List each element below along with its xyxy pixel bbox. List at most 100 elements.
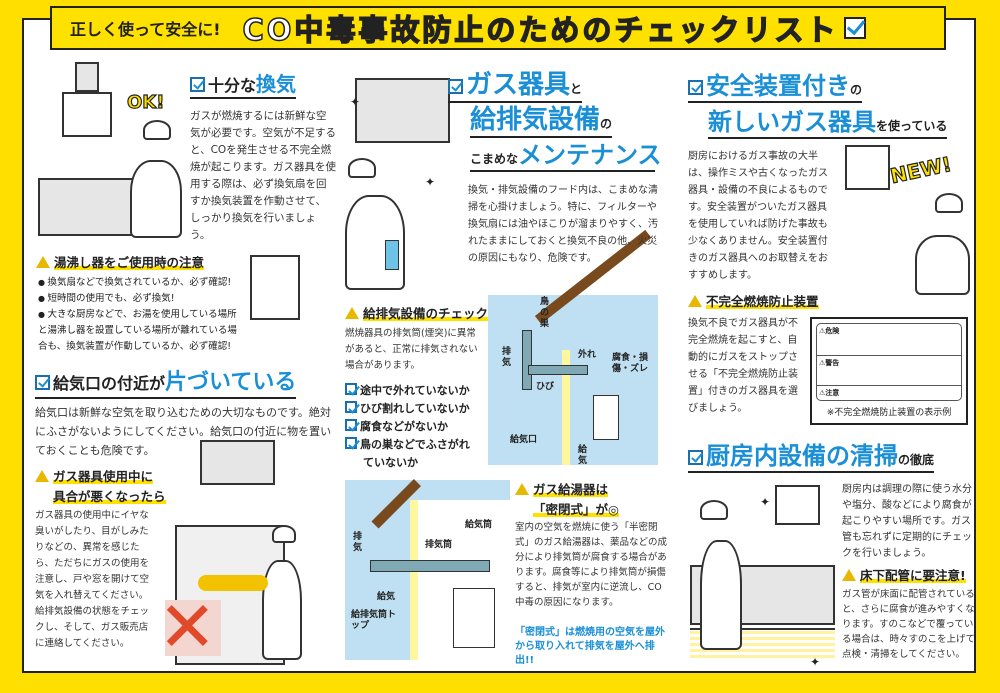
cleaning-heading: 厨房内設備の清掃の徹底 — [688, 444, 935, 473]
label-corrosion: 腐食・損傷・ズレ — [612, 353, 649, 374]
maintenance-body: 換気・排気設備のフード内は、こまめな清掃を心掛けましょう。特に、フィルターや換気… — [468, 185, 658, 264]
warning-icon — [515, 483, 529, 495]
checkbox-icon — [35, 375, 50, 390]
safety-body: 厨房におけるガス事故の大半は、操作ミスや古くなったガス器具・設備の不良によるもの… — [688, 151, 828, 281]
kettle-heater-illustration — [250, 255, 300, 320]
sealed-heater-diagram: 排気 給気 排気筒 給気筒 給排気筒トップ — [345, 479, 510, 660]
wall — [410, 500, 418, 660]
chef-hat — [935, 193, 963, 213]
checkbox-icon — [688, 80, 703, 95]
label-exhaust: 排気 — [502, 347, 512, 368]
label-crack: ひび — [536, 382, 555, 392]
label-row-warning: ⚠警告 — [817, 356, 961, 386]
flue-check-body: 燃焼器具の排気筒(煙突)に異常があると、正常に排気されない場合があります。 — [345, 328, 478, 371]
water-heater-icon — [593, 395, 619, 440]
sealed-body: 室内の空気を燃焼に使う「半密閉式」のガス給湯器は、薬品などの成分により排気筒が腐… — [515, 522, 668, 608]
checklist-item: 腐食などがないか — [345, 418, 470, 436]
range-hood-illustration — [200, 440, 275, 485]
checkbox-icon — [190, 77, 205, 92]
sparkle-icon: ✦ — [810, 655, 821, 669]
checkbox-icon — [345, 437, 357, 449]
list-item: 換気扇などで換気されているか、必ず確認! — [38, 275, 243, 291]
bread-tray — [198, 575, 268, 591]
label-example-box: ⚠危険 ⚠警告 ⚠注意 ※不完全燃焼防止装置の表示例 — [810, 317, 968, 425]
flue-pipe — [522, 330, 532, 390]
maintenance-heading-line2: 給排気設備の — [470, 107, 613, 138]
header-banner: 正しく使って安全に! CO中毒事故防止のためのチェックリスト — [50, 6, 946, 50]
range-hood-illustration — [355, 78, 450, 143]
floor-pipe-body: ガス管が床面に配管されていると、さらに腐食が進みやすくなります。すのこなどで覆っ… — [842, 589, 976, 660]
safety-heading-line2: 新しいガス器具を使っている — [708, 110, 948, 139]
floor-pipe-warning-title: 床下配管に要注意! — [842, 566, 966, 585]
chef-illustration — [130, 160, 182, 238]
wall — [562, 350, 570, 465]
label-nest: 鳥の巣 — [540, 297, 550, 329]
checkbox-icon — [844, 17, 867, 39]
blocked-box-illustration — [165, 600, 221, 656]
sealed-warning-title: ガス給湯器は「密閉式」が◎ — [515, 480, 619, 520]
water-heater-icon — [453, 588, 495, 648]
sparkle-icon: ✦ — [350, 95, 361, 109]
chef-illustration — [915, 235, 970, 295]
ok-badge: OK! — [126, 91, 165, 113]
malfunction-body: ガス器具の使用中にイヤな臭いがしたり、目がしみたりなどの、異常を感じたら、ただち… — [35, 510, 150, 649]
checkbox-icon — [345, 419, 357, 431]
prohibited-x-icon: ✕ — [158, 586, 217, 668]
label-caption: ※不完全燃焼防止装置の表示例 — [826, 408, 952, 418]
ventilation-body: ガスが燃焼するには新鮮な空気が必要です。空気が不足すると、COを発生させる不完全… — [190, 110, 336, 241]
checkbox-icon — [448, 79, 463, 94]
safety-warning-title: 不完全燃焼防止装置 — [688, 292, 819, 311]
list-item: 大きな厨房などで、お湯を使用している場所と湯沸し器を設置している場所が離れている… — [38, 307, 243, 355]
warning-icon — [688, 295, 702, 307]
sparkle-icon: ✦ — [760, 495, 771, 509]
label-exhaust: 排気 — [353, 532, 363, 553]
chef-illustration — [262, 560, 302, 660]
ventilation-heading: 十分な換気 — [190, 74, 297, 99]
kettle-warning-list: 換気扇などで換気されているか、必ず確認! 短時間の使用でも、必ず換気! 大きな厨… — [38, 275, 243, 355]
water-heater-illustration — [845, 145, 890, 190]
safety-warning-body: 換気不良でガス器具が不完全燃焼を起こすと、自動的にガスをストップさせる「不完全燃… — [688, 318, 798, 414]
checklist-item: 途中で外れていないか — [345, 382, 470, 400]
chef-hat — [348, 158, 376, 178]
checkbox-icon — [345, 401, 357, 413]
label-intake-pipe: 給気筒 — [465, 520, 493, 530]
intake-body: 給気口は新鮮な空気を取り込むための大切なものです。絶対にふさがないようにしてくだ… — [35, 406, 332, 457]
water-heater-illustration — [62, 92, 112, 137]
kettle-warning-title: 湯沸し器をご使用時の注意 — [36, 253, 205, 272]
water-heater-illustration — [775, 485, 820, 525]
cleaning-body: 厨房内は調理の際に使う水分や塩分、酸などにより腐食が起こりやすい場所です。ガス管… — [842, 484, 972, 559]
label-intake-port: 給気口 — [510, 435, 538, 445]
chef-hat — [700, 500, 728, 520]
flue-diagram: 鳥の巣 排気 ひび 外れ 腐食・損傷・ズレ 給気口 給気 — [488, 229, 658, 466]
warning-icon — [36, 256, 50, 268]
warning-icon — [35, 470, 49, 482]
flue-check-title: 給排気設備のチェック — [345, 304, 489, 323]
label-intake: 給気 — [578, 445, 588, 466]
maintenance-heading-line3: こまめなメンテナンス — [470, 143, 662, 172]
header-subtitle: 正しく使って安全に! — [70, 20, 221, 39]
label-row-caution: ⚠注意 — [819, 389, 840, 397]
safety-heading-line1: 安全装置付きの — [688, 74, 863, 103]
label-row-danger: ⚠危険 — [817, 324, 961, 356]
maintenance-heading-line1: ガス器具と — [448, 72, 583, 103]
flue-checklist: 途中で外れていないか ひび割れしていないか 腐食などがないか 鳥の巣などでふさが… — [345, 382, 470, 472]
checkbox-icon — [345, 383, 357, 395]
spray-bottle-icon — [385, 240, 399, 270]
chef-hat — [143, 120, 171, 140]
warning-label-sample: ⚠危険 ⚠警告 ⚠注意 — [816, 323, 962, 401]
label-detached: 外れ — [578, 350, 597, 360]
page-title: CO中毒事故防止のためのチェックリスト — [242, 12, 839, 48]
label-exhaust-pipe: 排気筒 — [425, 540, 453, 550]
list-item: 短時間の使用でも、必ず換気! — [38, 291, 243, 307]
sealed-note: 「密閉式」は燃焼用の空気を屋外から取り入れて排気を屋外へ排出!! — [515, 627, 665, 666]
checklist-item: 鳥の巣などでふさがれていないか — [345, 436, 470, 472]
chef-hat — [272, 525, 296, 543]
sparkle-icon: ✦ — [425, 175, 436, 189]
warning-icon — [345, 307, 359, 319]
chef-illustration — [700, 540, 742, 650]
checklist-item: ひび割れしていないか — [345, 400, 470, 418]
warning-icon — [842, 569, 856, 581]
intake-heading: 給気口の付近が片づいている — [35, 372, 297, 399]
label-intake: 給気 — [377, 592, 396, 602]
flue-pipe — [370, 560, 490, 572]
